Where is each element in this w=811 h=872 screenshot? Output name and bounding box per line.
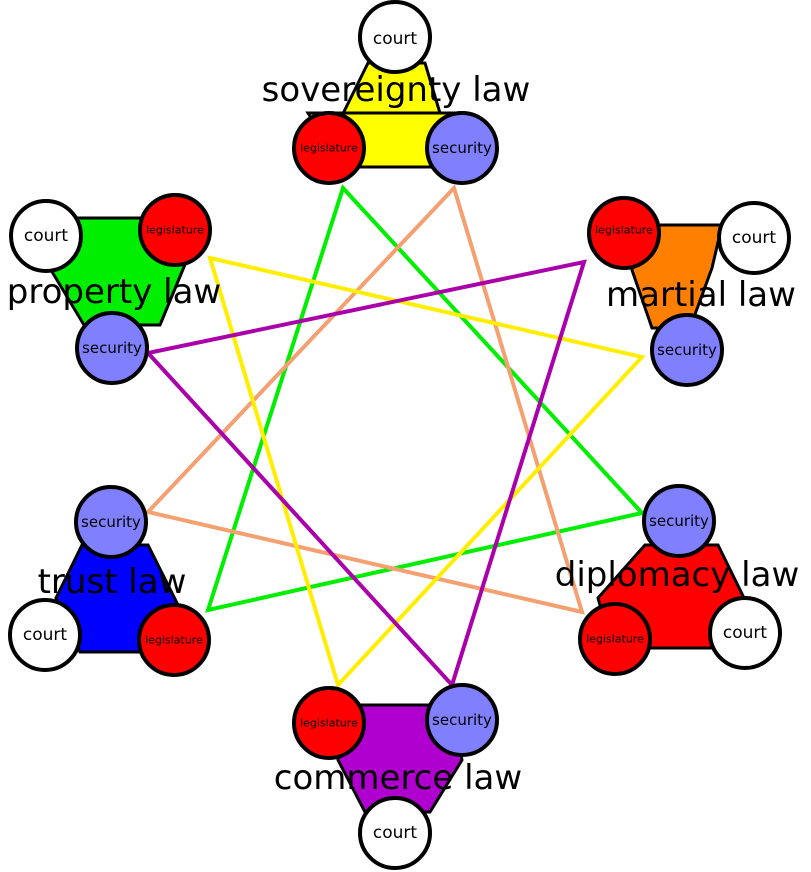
connection-lines: [144, 184, 646, 689]
node[interactable]: security: [74, 485, 148, 559]
group-label: sovereignty law: [262, 70, 531, 110]
node-label: legislature: [300, 717, 358, 730]
group-label: diplomacy law: [555, 555, 800, 595]
node-label: legislature: [146, 224, 204, 237]
court-node-circle[interactable]: [708, 596, 782, 670]
node[interactable]: legislature: [292, 111, 366, 185]
group-label: commerce law: [274, 758, 522, 798]
node-label: court: [373, 823, 418, 843]
node-label: security: [81, 513, 141, 531]
node-label: security: [649, 512, 709, 530]
group-martial: legislature court security martial law: [587, 196, 796, 387]
node-label: court: [373, 29, 418, 49]
node[interactable]: court: [9, 199, 83, 273]
node-label: security: [657, 341, 717, 359]
group-commerce: legislature security court commerce law: [274, 683, 522, 870]
node-label: court: [23, 625, 68, 645]
node-label: legislature: [586, 633, 644, 646]
security-node-circle[interactable]: [75, 311, 149, 385]
group-trust: security court legislature trust law: [8, 485, 211, 677]
legislature-node-circle[interactable]: [292, 686, 366, 760]
legislature-node-circle[interactable]: [138, 193, 212, 267]
node-label: court: [24, 226, 69, 246]
security-node-circle[interactable]: [650, 313, 724, 387]
node-label: court: [732, 228, 777, 248]
node[interactable]: legislature: [138, 193, 212, 267]
node[interactable]: security: [425, 111, 499, 185]
node[interactable]: legislature: [137, 603, 211, 677]
node[interactable]: court: [708, 596, 782, 670]
security-node-circle[interactable]: [74, 485, 148, 559]
group-label: martial law: [606, 275, 796, 315]
legislature-node-circle[interactable]: [578, 602, 652, 676]
court-node-circle[interactable]: [9, 199, 83, 273]
legislature-node-circle[interactable]: [587, 196, 661, 270]
node-label: legislature: [300, 142, 358, 155]
group-sovereignty: court legislature security sovereignty l…: [262, 0, 531, 185]
node[interactable]: legislature: [587, 196, 661, 270]
group-property: court legislature security property law: [7, 193, 221, 385]
node[interactable]: court: [717, 201, 791, 275]
node[interactable]: court: [8, 598, 82, 672]
group-label: trust law: [38, 562, 187, 602]
node[interactable]: legislature: [292, 686, 366, 760]
node-label: security: [432, 139, 492, 157]
node-label: legislature: [145, 634, 203, 647]
court-node-circle[interactable]: [358, 0, 432, 74]
node-label: security: [82, 339, 142, 357]
node[interactable]: security: [642, 484, 716, 558]
security-node-circle[interactable]: [425, 683, 499, 757]
node[interactable]: security: [650, 313, 724, 387]
node-label: court: [723, 623, 768, 643]
purple-triangle: [144, 259, 587, 689]
court-node-circle[interactable]: [358, 796, 432, 870]
yellow-triangle: [207, 255, 646, 689]
security-node-circle[interactable]: [425, 111, 499, 185]
group-label: property law: [7, 272, 221, 312]
node-label: legislature: [595, 224, 653, 237]
court-node-circle[interactable]: [717, 201, 791, 275]
node[interactable]: legislature: [578, 602, 652, 676]
node[interactable]: security: [75, 311, 149, 385]
group-diplomacy: security legislature court diplomacy law: [555, 484, 800, 676]
node[interactable]: security: [425, 683, 499, 757]
salmon-triangle: [144, 184, 585, 615]
green-triangle: [205, 184, 646, 613]
node[interactable]: court: [358, 0, 432, 74]
security-node-circle[interactable]: [642, 484, 716, 558]
court-node-circle[interactable]: [8, 598, 82, 672]
legislature-node-circle[interactable]: [292, 111, 366, 185]
node[interactable]: court: [358, 796, 432, 870]
node-label: security: [432, 711, 492, 729]
legislature-node-circle[interactable]: [137, 603, 211, 677]
